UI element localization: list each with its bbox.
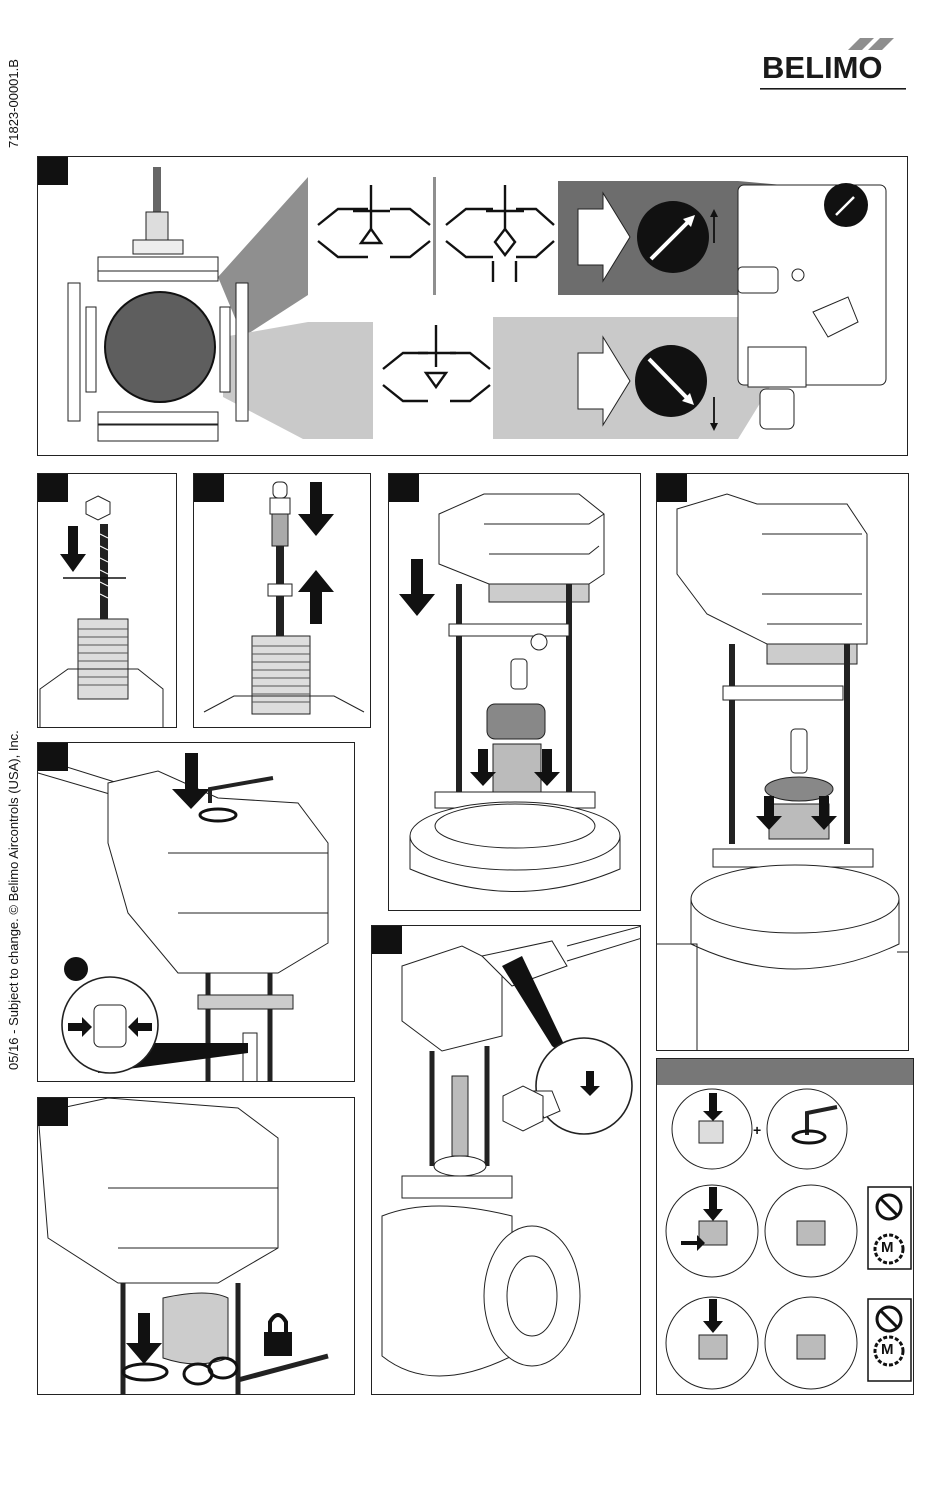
copyright-footer: 05/16 - Subject to change. © Belimo Airc…	[2, 680, 24, 1070]
step-1-marker	[38, 157, 68, 185]
step-1-direction-panel	[37, 156, 908, 456]
copyright-text: 05/16 - Subject to change. © Belimo Airc…	[6, 730, 21, 1070]
lock-icon	[264, 1315, 292, 1356]
brand-name: BELIMO	[762, 50, 883, 86]
manual-override-illustration: +	[657, 1059, 914, 1395]
step-7-wiring-panel	[371, 925, 641, 1395]
step-3-illustration	[194, 474, 371, 728]
step-1-illustration	[38, 157, 908, 456]
step-5-illustration	[657, 474, 909, 1051]
motor-badge-2: M	[881, 1341, 894, 1358]
step-7-illustration	[372, 926, 641, 1395]
step-4-illustration	[389, 474, 641, 911]
step-2-illustration	[38, 474, 177, 728]
step-6-illustration	[38, 743, 355, 1082]
step-8-illustration	[38, 1098, 355, 1395]
step-5-marker	[657, 474, 687, 502]
document-number-text: 71823-00001.B	[6, 59, 21, 148]
step-2-marker	[38, 474, 68, 502]
step-8-lock-panel	[37, 1097, 355, 1395]
step-8-marker	[38, 1098, 68, 1126]
step-3-marker	[194, 474, 224, 502]
step-6-tighten-panel	[37, 742, 355, 1082]
step-3-adapter-panel	[193, 473, 371, 728]
step-7-marker	[372, 926, 402, 954]
step-2-remove-nut-panel	[37, 473, 177, 728]
step-4-mount-panel	[388, 473, 641, 911]
step-6-marker	[38, 743, 68, 771]
manual-override-panel: + M M	[656, 1058, 914, 1395]
belimo-logo: BELIMO	[760, 36, 910, 91]
svg-text:+: +	[753, 1122, 761, 1138]
motor-badge-1: M	[881, 1239, 894, 1256]
step-5-adapter-panel	[656, 473, 909, 1051]
step-4-marker	[389, 474, 419, 502]
document-number: 71823-00001.B	[2, 20, 24, 150]
